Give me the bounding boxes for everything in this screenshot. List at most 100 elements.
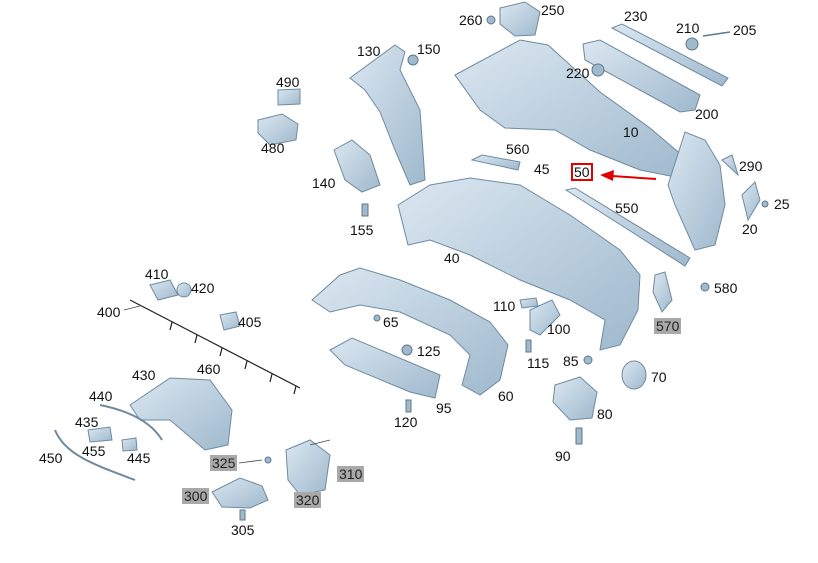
callout-220: 220 <box>566 65 590 81</box>
part-60-diffuser <box>311 267 509 396</box>
part-70-ring <box>621 360 647 390</box>
fastener-325 <box>264 456 272 464</box>
part-80-housing <box>552 376 598 421</box>
callout-200: 200 <box>695 106 719 122</box>
part-20-trim <box>741 181 761 222</box>
part-445-module <box>121 437 138 452</box>
callout-115: 115 <box>527 355 550 371</box>
part-410-sensor <box>149 279 179 301</box>
callout-405: 405 <box>238 314 262 330</box>
part-40-lower-bumper <box>397 177 641 351</box>
callout-140: 140 <box>312 175 336 191</box>
part-430-bracket <box>129 377 233 451</box>
callout-420: 420 <box>191 280 215 296</box>
callout-250: 250 <box>541 2 565 18</box>
callout-460: 460 <box>197 361 221 377</box>
part-490-plate <box>277 88 301 106</box>
callout-410: 410 <box>145 266 169 282</box>
callout-150: 150 <box>417 41 441 57</box>
part-420-grommet <box>176 282 192 298</box>
callout-480: 480 <box>261 140 285 156</box>
part-10-wing <box>667 131 726 251</box>
callout-100: 100 <box>547 321 571 337</box>
fastener-150 <box>407 54 419 66</box>
part-570-bracket <box>652 271 673 313</box>
fastener-120 <box>405 399 412 413</box>
callout-320[interactable]: 320 <box>294 492 322 508</box>
callout-570[interactable]: 570 <box>654 318 682 334</box>
fastener-580 <box>700 282 710 292</box>
callout-325[interactable]: 325 <box>210 455 238 471</box>
callout-155: 155 <box>350 222 374 238</box>
callout-440: 440 <box>89 388 113 404</box>
callout-25: 25 <box>774 196 790 212</box>
callout-50[interactable]: 50 <box>571 163 593 181</box>
fastener-260 <box>486 15 496 25</box>
fastener-25 <box>761 200 769 208</box>
callout-20: 20 <box>742 221 758 237</box>
callout-435: 435 <box>75 414 99 430</box>
part-560-strip <box>470 154 521 171</box>
callout-65: 65 <box>383 314 399 330</box>
part-230-strip <box>610 23 729 87</box>
part-200-beam <box>582 39 701 113</box>
part-435-module <box>87 426 113 443</box>
callout-90: 90 <box>555 448 571 464</box>
callout-310[interactable]: 310 <box>337 466 365 482</box>
part-130-arm <box>349 44 426 186</box>
fastener-90 <box>575 427 583 445</box>
bolt-205 <box>702 31 731 37</box>
callout-580: 580 <box>714 280 738 296</box>
callout-305: 305 <box>231 522 255 538</box>
callout-400: 400 <box>97 304 121 320</box>
callout-550: 550 <box>615 200 639 216</box>
fastener-155 <box>361 203 369 217</box>
fastener-115 <box>525 339 532 353</box>
callout-10: 10 <box>623 124 639 140</box>
fastener-125 <box>401 344 413 356</box>
callout-445: 445 <box>127 450 151 466</box>
part-450-cable <box>54 429 136 481</box>
part-140-panel <box>333 139 381 193</box>
fastener-85 <box>583 355 593 365</box>
callout-45: 45 <box>534 161 550 177</box>
callout-110: 110 <box>493 298 516 314</box>
part-290-trim <box>721 154 740 177</box>
callout-260: 260 <box>459 12 483 28</box>
callout-70: 70 <box>651 369 667 385</box>
part-250-bracket <box>499 1 541 37</box>
part-110-clip <box>519 297 539 309</box>
callout-455: 455 <box>82 443 106 459</box>
callout-560: 560 <box>506 141 530 157</box>
fastener-305 <box>239 509 246 521</box>
callout-60: 60 <box>498 388 514 404</box>
part-300-tailpipe <box>211 477 269 509</box>
callout-95: 95 <box>436 400 452 416</box>
fastener-210 <box>685 37 699 51</box>
sensor-rail-400 <box>129 299 301 389</box>
callout-300[interactable]: 300 <box>182 488 210 504</box>
callout-205: 205 <box>733 22 757 38</box>
part-95-underpanel <box>329 337 441 399</box>
callout-430: 430 <box>132 367 156 383</box>
callout-120: 120 <box>394 414 418 430</box>
part-440-cable <box>99 404 163 441</box>
part-405-bracket <box>219 311 241 331</box>
part-480-bracket <box>257 113 299 146</box>
arrow-icon <box>600 170 657 181</box>
part-100-bracket <box>529 299 561 336</box>
callout-40: 40 <box>444 250 460 266</box>
part-320-shield <box>285 439 331 496</box>
callout-450: 450 <box>39 450 63 466</box>
fastener-220 <box>591 63 605 77</box>
callout-230: 230 <box>624 8 648 24</box>
callout-290: 290 <box>739 158 763 174</box>
callout-490: 490 <box>276 74 300 90</box>
fastener-65 <box>373 314 381 322</box>
callout-85: 85 <box>563 353 579 369</box>
callout-210: 210 <box>676 20 700 36</box>
callout-125: 125 <box>417 343 441 359</box>
callout-130: 130 <box>357 43 381 59</box>
callout-80: 80 <box>597 406 613 422</box>
